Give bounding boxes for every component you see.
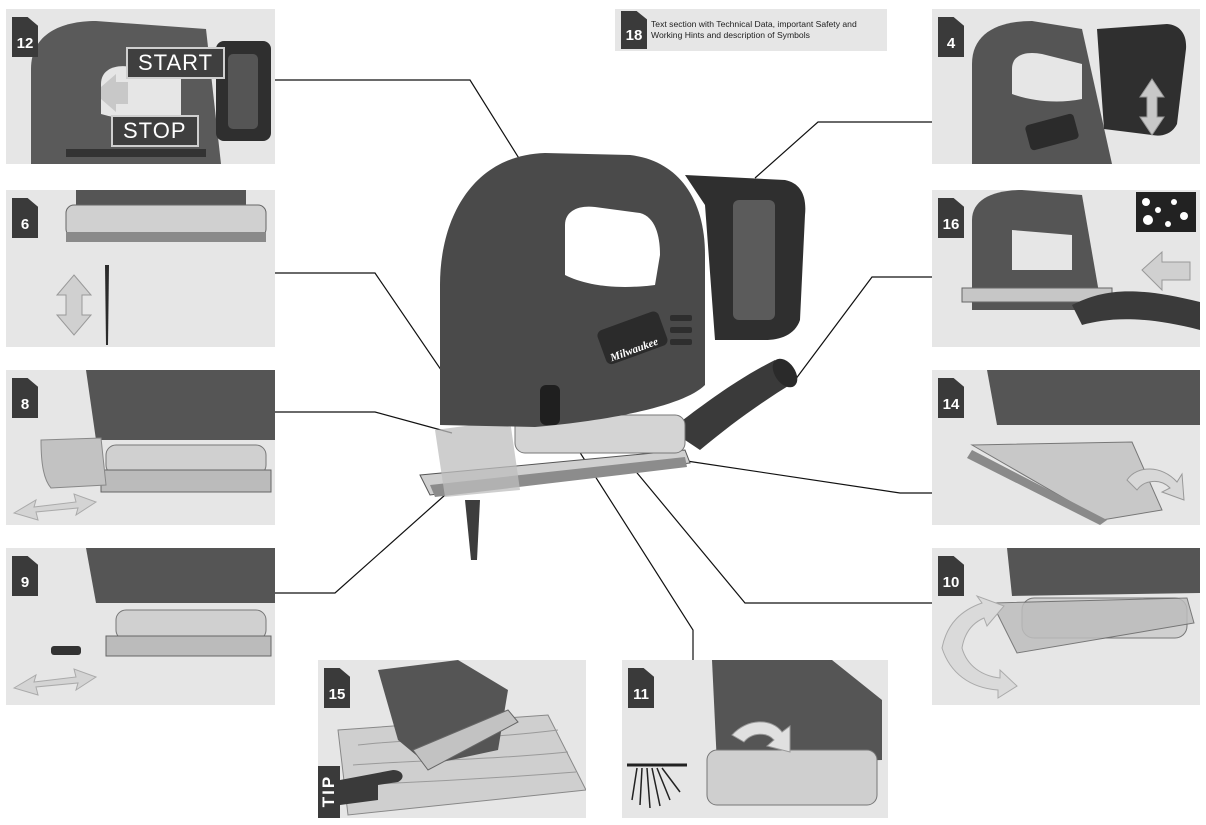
rotate-arrow-icon <box>1126 468 1185 501</box>
up-down-arrow-icon <box>1139 78 1165 136</box>
stop-label: STOP <box>111 115 199 147</box>
panel-11-illustration <box>627 660 882 809</box>
panel-number-badge: 11 <box>628 668 654 708</box>
panel-15-tip: 15 TIP <box>318 660 586 818</box>
panel-number-badge: 15 <box>324 668 350 708</box>
jigsaw-body <box>440 153 705 427</box>
double-arrow-icon <box>101 74 128 112</box>
left-right-arrow-icon <box>12 493 98 521</box>
panel-10-shoe-adjust: 10 <box>932 548 1200 705</box>
orbital-symbol-icon <box>627 763 687 809</box>
panel-number-badge: 14 <box>938 378 964 418</box>
left-right-arrow-icon <box>12 668 98 696</box>
panel-16-dust-extraction: 16 <box>932 190 1200 347</box>
rotate-arrow-icon <box>731 721 791 753</box>
panel-15-illustration <box>337 660 586 816</box>
panel-number-badge: 10 <box>938 556 964 596</box>
panel-8-guard: 8 <box>6 370 275 525</box>
panel-8-illustration <box>12 370 275 521</box>
jigsaw-main-illustration: Milwaukee <box>419 153 806 560</box>
panel-18-text-section: 18 Text section with Technical Data, imp… <box>615 9 887 51</box>
panel-6-illustration <box>55 190 267 345</box>
start-label: START <box>126 47 226 79</box>
panel-14-illustration <box>967 370 1200 525</box>
jigsaw-blade <box>465 500 480 560</box>
leader-16 <box>794 276 932 381</box>
panel-9-illustration <box>12 548 275 696</box>
panel-10-illustration <box>941 548 1200 699</box>
curved-arrow-icon <box>941 594 1018 699</box>
panel-number-badge: 9 <box>12 556 38 596</box>
panel-12-switch: 12 START STOP <box>6 9 275 164</box>
panel-4-battery: 4 <box>932 9 1200 164</box>
panel-number-badge: 6 <box>12 198 38 238</box>
dust-port <box>670 360 793 450</box>
panel-4-illustration <box>972 21 1187 164</box>
panel-number-badge: 8 <box>12 378 38 418</box>
panel-number-badge: 18 <box>621 11 647 49</box>
panel-number-badge: 16 <box>938 198 964 238</box>
panel-14-bevel: 14 <box>932 370 1200 525</box>
panel-number-badge: 12 <box>12 17 38 57</box>
tip-label-bar: TIP <box>318 766 340 818</box>
hand-icon <box>340 770 403 805</box>
panel-number-badge: 4 <box>938 17 964 57</box>
panel-9-anti-splinter: 9 <box>6 548 275 705</box>
panel-16-illustration <box>961 190 1200 330</box>
panel-6-blade-insert: 6 <box>6 190 275 347</box>
up-down-arrow-icon <box>55 274 93 336</box>
text-section-description: Text section with Technical Data, import… <box>651 19 857 40</box>
left-arrow-icon <box>1141 250 1191 292</box>
panel-11-orbital: 11 <box>622 660 888 818</box>
